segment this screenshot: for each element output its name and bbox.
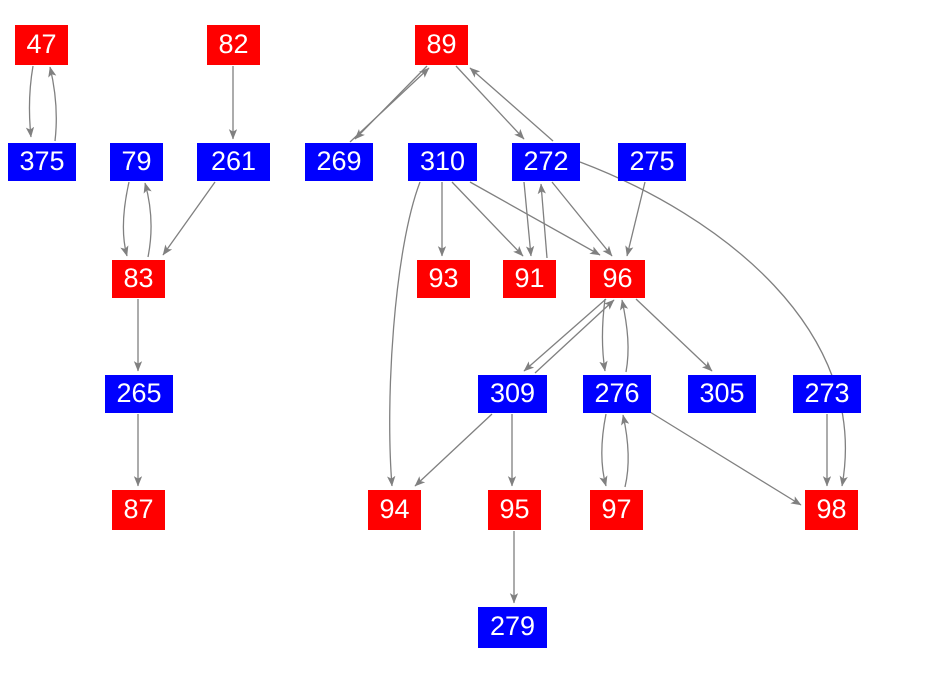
graph-node-47[interactable]: 47 xyxy=(15,25,68,65)
graph-node-label: 98 xyxy=(816,493,847,524)
graph-edge-272-to-98 xyxy=(579,161,848,487)
graph-node-95[interactable]: 95 xyxy=(488,490,541,530)
graph-node-276[interactable]: 276 xyxy=(583,375,651,413)
graph-node-275[interactable]: 275 xyxy=(618,143,686,181)
graph-node-label: 275 xyxy=(629,145,675,176)
edge-group xyxy=(25,65,848,604)
graph-node-97[interactable]: 97 xyxy=(590,490,643,530)
graph-node-label: 79 xyxy=(121,145,152,176)
graph-node-375[interactable]: 375 xyxy=(8,143,76,181)
graph-node-89[interactable]: 89 xyxy=(415,25,468,65)
graph-node-label: 279 xyxy=(489,611,536,641)
graph-node-79[interactable]: 79 xyxy=(110,143,163,181)
graph-node-272[interactable]: 272 xyxy=(512,143,580,181)
graph-edge-269-to-89 xyxy=(349,67,430,143)
graph-node-305[interactable]: 305 xyxy=(688,375,756,413)
graph-edge-97-to-276 xyxy=(621,414,630,488)
graph-edge-310-to-94 xyxy=(387,181,421,487)
graph-node-label: 91 xyxy=(514,262,545,293)
graph-node-94[interactable]: 94 xyxy=(368,490,421,530)
graph-edge-272-to-96 xyxy=(551,181,613,257)
graph-node-label: 96 xyxy=(602,262,633,293)
graph-edge-96-to-305 xyxy=(635,298,713,372)
graph-node-91[interactable]: 91 xyxy=(503,260,556,298)
graph-edge-309-to-96 xyxy=(534,299,615,374)
graph-edge-276-to-97 xyxy=(599,413,608,487)
graph-node-label: 94 xyxy=(379,493,410,524)
graph-node-label: 97 xyxy=(601,493,632,524)
graph-edge-375-to-47 xyxy=(48,66,58,142)
graph-node-label: 265 xyxy=(116,377,162,408)
graph-node-310[interactable]: 310 xyxy=(408,143,477,181)
graph-edge-89-to-272 xyxy=(455,65,525,140)
graph-node-98[interactable]: 98 xyxy=(805,490,858,530)
graph-edge-261-to-83 xyxy=(162,181,216,256)
graph-node-label: 273 xyxy=(804,377,850,408)
graph-node-label: 93 xyxy=(428,262,459,293)
graph-node-label: 269 xyxy=(316,145,362,176)
graph-node-83[interactable]: 83 xyxy=(112,260,165,298)
graph-node-label: 276 xyxy=(594,377,640,408)
graph-edge-272-to-91 xyxy=(523,181,535,257)
graph-edge-276-to-96 xyxy=(620,299,629,373)
graph-node-87[interactable]: 87 xyxy=(112,490,165,530)
graph-node-265[interactable]: 265 xyxy=(105,375,173,413)
graph-node-label: 47 xyxy=(26,28,57,59)
graph-node-269[interactable]: 269 xyxy=(305,143,373,181)
graph-edge-96-to-276 xyxy=(599,298,608,372)
graph-edge-79-to-83 xyxy=(120,181,130,257)
graph-node-label: 87 xyxy=(123,493,154,524)
graph-node-label: 261 xyxy=(210,145,257,176)
graph-node-label: 89 xyxy=(426,28,457,59)
graph-node-279[interactable]: 279 xyxy=(478,607,547,648)
graph-edge-83-to-79 xyxy=(143,182,152,258)
graph-node-309[interactable]: 309 xyxy=(478,375,547,413)
graph-node-label: 375 xyxy=(19,145,65,176)
graph-edge-276-to-98 xyxy=(649,411,802,506)
graph-node-label: 82 xyxy=(218,28,249,59)
graph-edge-91-to-272 xyxy=(537,183,548,259)
graph-node-label: 310 xyxy=(419,145,466,176)
graph-edge-309-to-94 xyxy=(414,413,493,487)
graph-node-label: 95 xyxy=(499,493,530,524)
graph-node-96[interactable]: 96 xyxy=(590,260,645,298)
graph-node-273[interactable]: 273 xyxy=(793,375,861,413)
graph-node-261[interactable]: 261 xyxy=(197,143,270,181)
graph-edge-272-to-89 xyxy=(469,67,554,142)
graph-node-82[interactable]: 82 xyxy=(207,25,260,65)
graph-edge-310-to-96 xyxy=(469,181,601,256)
graph-node-label: 272 xyxy=(523,145,569,176)
graph-node-93[interactable]: 93 xyxy=(417,260,470,298)
graph-edge-47-to-375 xyxy=(25,65,35,138)
graph-node-label: 305 xyxy=(699,377,745,408)
graph-edge-310-to-91 xyxy=(451,181,524,257)
graph-node-label: 309 xyxy=(489,377,536,408)
graph-edge-96-to-309 xyxy=(523,298,607,372)
graph-node-label: 83 xyxy=(123,262,154,293)
graph-edge-275-to-96 xyxy=(625,181,646,257)
